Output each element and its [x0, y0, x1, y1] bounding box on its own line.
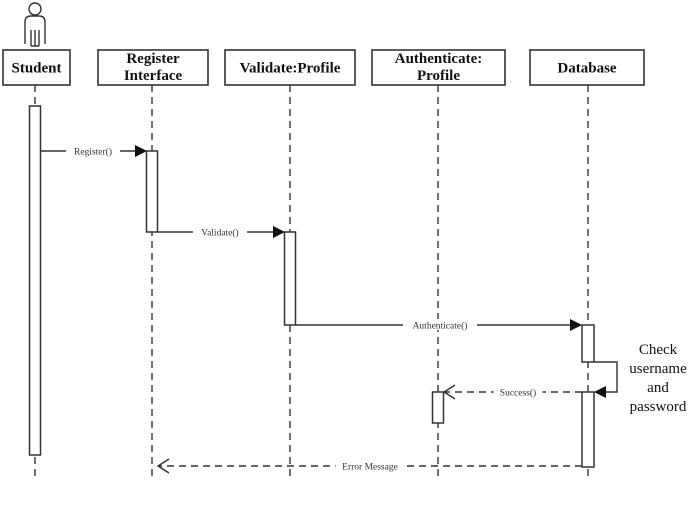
arrowhead-open-icon	[156, 458, 170, 474]
arrowhead-filled-icon	[273, 226, 285, 238]
participant-box	[2, 49, 71, 86]
participant-label: Validate:Profile	[240, 61, 341, 77]
participant-box	[224, 49, 356, 86]
arrowhead-filled-icon	[570, 319, 582, 331]
participant-student: Student	[2, 49, 71, 86]
self-call-line	[594, 361, 618, 393]
activation-bar-database	[581, 324, 595, 363]
note-line: password	[630, 399, 687, 415]
participant-label: Database	[557, 61, 617, 77]
participant-database: Database	[529, 49, 645, 86]
message-self-call	[594, 361, 618, 398]
message-label: Authenticate()	[413, 321, 468, 332]
participant-authenticate-profile: Authenticate:Profile	[371, 49, 506, 86]
message-success: Success()	[442, 384, 582, 400]
arrowhead-open-icon	[442, 384, 456, 400]
participant-label: Interface	[124, 68, 183, 84]
participant-box	[371, 49, 506, 86]
activation-bar-database	[581, 391, 595, 468]
message-validate: Validate()	[158, 226, 285, 239]
message-label: Error Message	[342, 463, 398, 473]
note-line: and	[647, 380, 669, 396]
participant-label: Student	[11, 61, 61, 77]
participant-box	[97, 49, 209, 86]
message-authenticate: Authenticate()	[296, 319, 582, 332]
message-label: Register()	[74, 147, 112, 158]
participant-label: Profile	[417, 68, 460, 84]
activation-bar-register-interface	[145, 150, 159, 233]
note-line: Check	[639, 342, 678, 358]
message-label: Validate()	[201, 228, 238, 239]
actor-student-icon	[24, 2, 46, 47]
message-register: Register()	[41, 145, 147, 158]
participant-label: Authenticate:	[395, 51, 482, 67]
note-line: username	[629, 361, 687, 377]
self-call-note: Check username and password	[629, 342, 687, 415]
activation-bar-student	[28, 105, 42, 456]
message-error-message: Error Message	[156, 458, 582, 474]
participant-box	[529, 49, 645, 86]
participant-validate-profile: Validate:Profile	[224, 49, 356, 86]
participant-label: Register	[126, 51, 180, 67]
message-label: Success()	[500, 388, 536, 399]
arrowhead-filled-icon	[594, 386, 606, 398]
activation-bar-authenticate-profile	[431, 391, 445, 424]
activation-bar-validate-profile	[283, 231, 297, 326]
arrowhead-filled-icon	[135, 145, 147, 157]
